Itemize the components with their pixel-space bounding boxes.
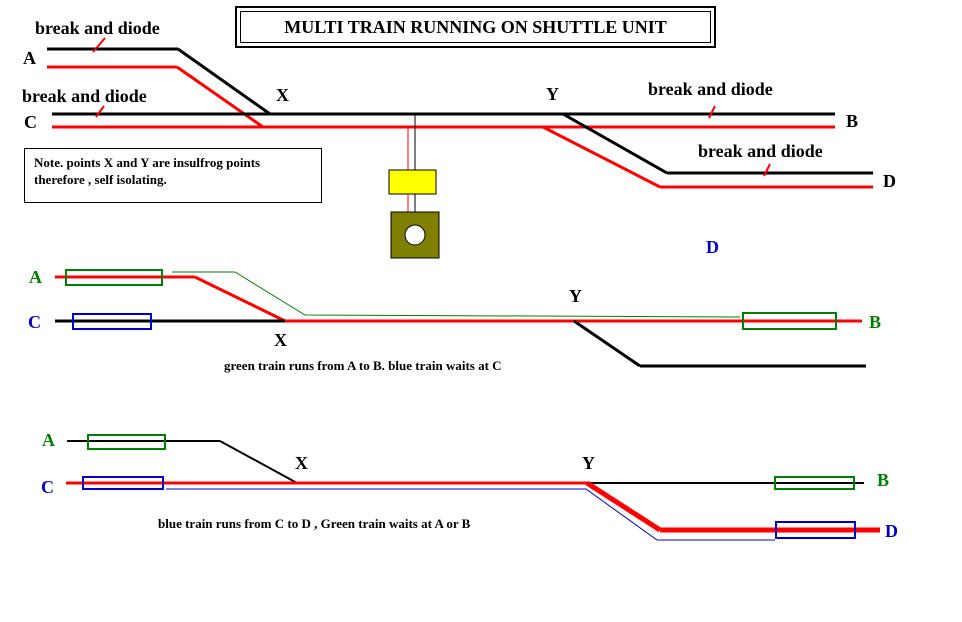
d2-branch-d: [573, 319, 641, 368]
d3-blue-route: [166, 488, 775, 541]
d2-green-train-a: [65, 269, 163, 286]
d3-label-y: Y: [582, 453, 595, 473]
stray-label-d: D: [706, 237, 719, 257]
d2-green-route: [172, 271, 741, 318]
break-label-c: break and diode: [22, 86, 147, 106]
d3-label-x: X: [295, 453, 308, 473]
break-label-d: break and diode: [698, 141, 823, 161]
label-b: B: [846, 111, 858, 131]
track-d-red-diverge: [542, 125, 661, 189]
d3-green-train-a: [87, 434, 166, 450]
diagram-title: MULTI TRAIN RUNNING ON SHUTTLE UNIT: [240, 11, 711, 43]
d2-label-c: C: [28, 312, 41, 332]
label-x: X: [276, 85, 289, 105]
controller-top: [388, 169, 437, 195]
track-d-black-diverge: [562, 112, 668, 175]
d2-label-x: X: [274, 330, 287, 350]
note-box: Note. points X and Y are insulfrog point…: [24, 148, 322, 203]
break-label-a: break and diode: [35, 18, 160, 38]
d3-branch-d: [585, 480, 662, 533]
d2-track-a-diverge: [194, 275, 286, 323]
break-mark-d: [763, 163, 771, 177]
break-mark-a: [92, 37, 106, 53]
label-c: C: [24, 112, 37, 132]
label-d: D: [883, 171, 896, 191]
d2-label-a: A: [29, 267, 42, 287]
d2-label-y: Y: [569, 286, 582, 306]
break-label-b: break and diode: [648, 79, 773, 99]
diagram-1: break and diode break and diode break an…: [22, 18, 896, 259]
d3-label-b: B: [877, 470, 889, 490]
d3-track-a-diverge: [219, 440, 298, 484]
title-box: MULTI TRAIN RUNNING ON SHUTTLE UNIT: [235, 6, 716, 48]
diagram-3: A C B D X Y blue train runs from C to D …: [41, 430, 898, 541]
d3-blue-train-c: [82, 476, 164, 490]
d2-caption: green train runs from A to B. blue train…: [224, 358, 502, 373]
d3-label-c: C: [41, 477, 54, 497]
track-a-red-diverge: [176, 65, 264, 129]
label-y: Y: [546, 84, 559, 104]
label-a: A: [23, 48, 36, 68]
diagram-2: A C B X Y green train runs from A to B. …: [28, 267, 881, 373]
d2-blue-train-c: [72, 313, 152, 330]
d2-label-b: B: [869, 312, 881, 332]
controller-knob: [404, 224, 426, 246]
d3-green-train-b: [774, 476, 855, 490]
d2-green-train-b: [742, 312, 837, 330]
d3-blue-train-d: [775, 521, 856, 539]
d3-label-a: A: [42, 430, 55, 450]
break-mark-b: [708, 105, 716, 119]
break-mark-c: [95, 105, 105, 118]
track-a-black-diverge: [177, 47, 271, 116]
d3-caption: blue train runs from C to D , Green trai…: [158, 516, 471, 531]
d3-label-d: D: [885, 521, 898, 541]
